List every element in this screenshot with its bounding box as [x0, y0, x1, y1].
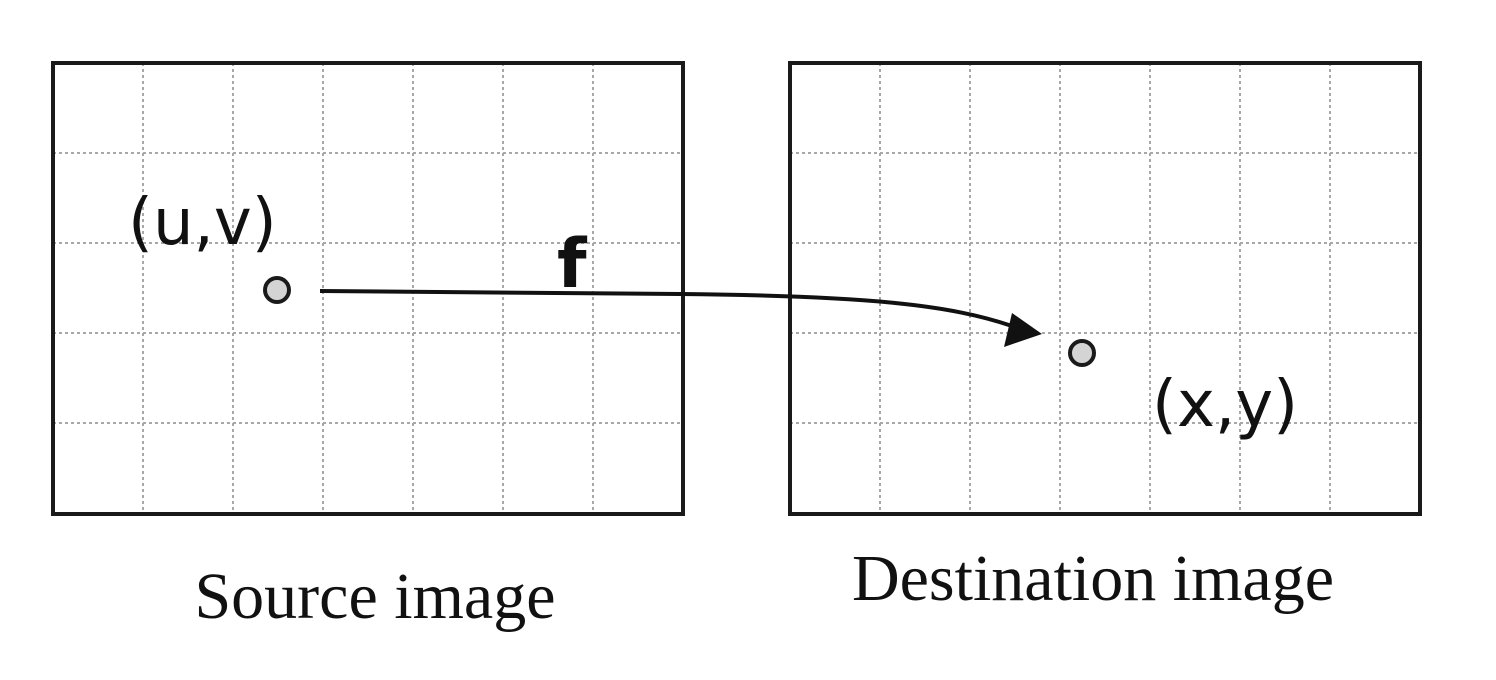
source-image-panel: [51, 61, 685, 516]
source-grid: [53, 63, 683, 514]
destination-point-label: (x,y): [1152, 368, 1298, 442]
mapping-arrow: [319, 289, 1042, 347]
mapping-curve: [319, 289, 1013, 328]
destination-point: [1068, 339, 1096, 367]
destination-image-panel: [788, 61, 1422, 516]
source-point-label: (u,v): [128, 186, 277, 260]
source-point: [263, 276, 291, 304]
destination-grid: [790, 63, 1420, 514]
arrow-head-icon: [1004, 313, 1042, 347]
destination-image-frame: [788, 61, 1422, 516]
destination-caption: Destination image: [852, 542, 1334, 615]
source-image-frame: [51, 61, 685, 516]
source-caption: Source image: [194, 560, 555, 633]
mapping-label: f: [557, 225, 588, 304]
